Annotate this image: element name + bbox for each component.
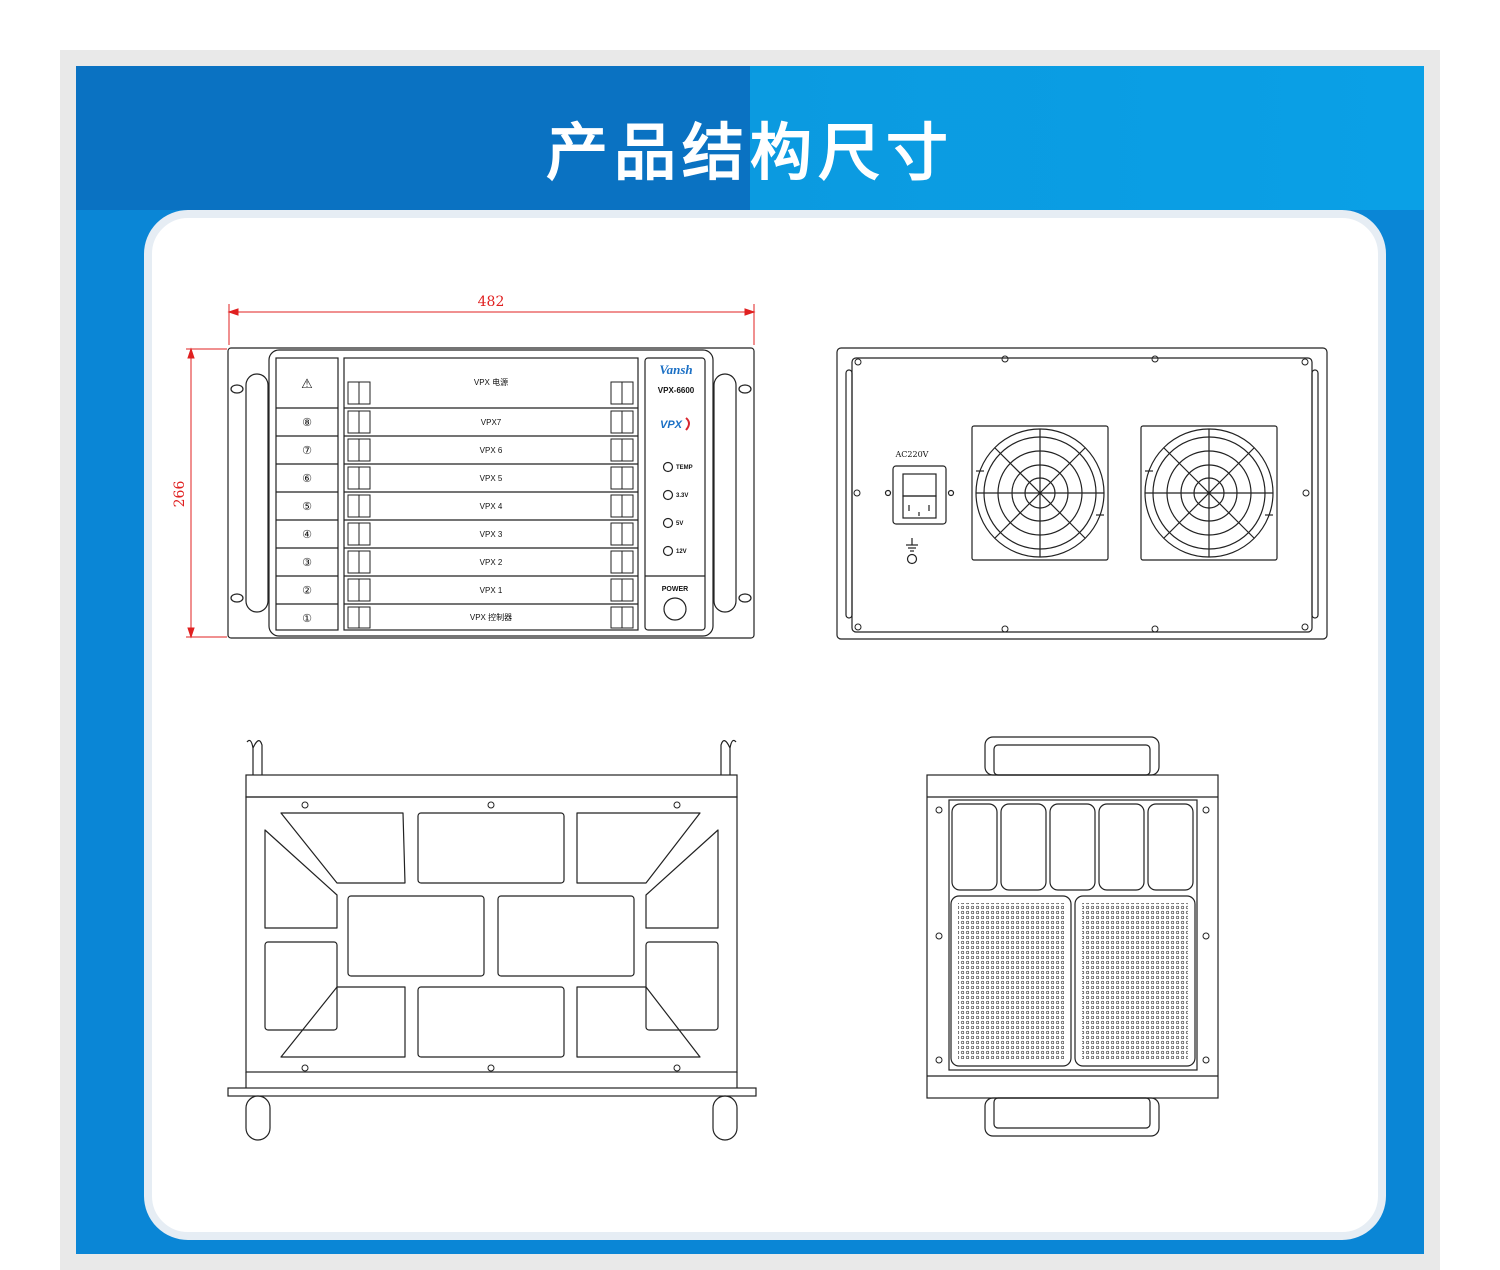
rear-view (836, 347, 1328, 640)
power-label: POWER (662, 586, 688, 593)
brand-logo: Vansh (659, 362, 692, 377)
top-view (227, 739, 757, 1141)
slot-label: VPX7 (481, 418, 502, 427)
slot-label: VPX 5 (480, 474, 503, 483)
slot-number: ⑦ (302, 445, 312, 457)
vpx-logo: VPX (660, 419, 683, 431)
indicator-label: 3.3V (676, 493, 688, 499)
slot-number: ③ (302, 557, 312, 569)
slot-label: VPX 3 (480, 530, 503, 539)
indicator-label: 5V (676, 521, 683, 527)
blue-banner: 产品结构尺寸 (76, 66, 1424, 1254)
slot-label: VPX 6 (480, 446, 503, 455)
slot-number: ② (302, 585, 312, 597)
vpx-logo-arc (685, 417, 690, 431)
indicator-label: TEMP (676, 465, 693, 471)
slot-label: VPX 4 (480, 502, 503, 511)
slot-label: VPX 1 (480, 586, 503, 595)
indicator-label: 12V (676, 549, 687, 555)
slot-label-controller: VPX 控制器 (470, 612, 512, 622)
height-dimension: 266 (172, 481, 188, 508)
page-title: 产品结构尺寸 (545, 116, 954, 189)
ac-input-label: AC220V (895, 450, 929, 459)
slot-number: ⑤ (302, 501, 312, 513)
slot-label-power: VPX 电源 (474, 377, 508, 387)
fan-left (971, 425, 1109, 561)
front-view (186, 304, 756, 639)
side-view (926, 736, 1219, 1137)
vent-left (958, 903, 1064, 1059)
slot-number: ⑧ (302, 417, 312, 429)
vent-right (1082, 903, 1188, 1059)
slot-number: ① (302, 613, 312, 625)
slot-label: VPX 2 (480, 558, 503, 567)
width-dimension: 482 (478, 294, 505, 310)
fan-right (1140, 425, 1278, 561)
warning-icon: ⚠ (301, 376, 313, 391)
slot-number: ⑥ (302, 473, 312, 485)
model-label: VPX-6600 (658, 386, 695, 395)
slot-number: ④ (302, 529, 312, 541)
